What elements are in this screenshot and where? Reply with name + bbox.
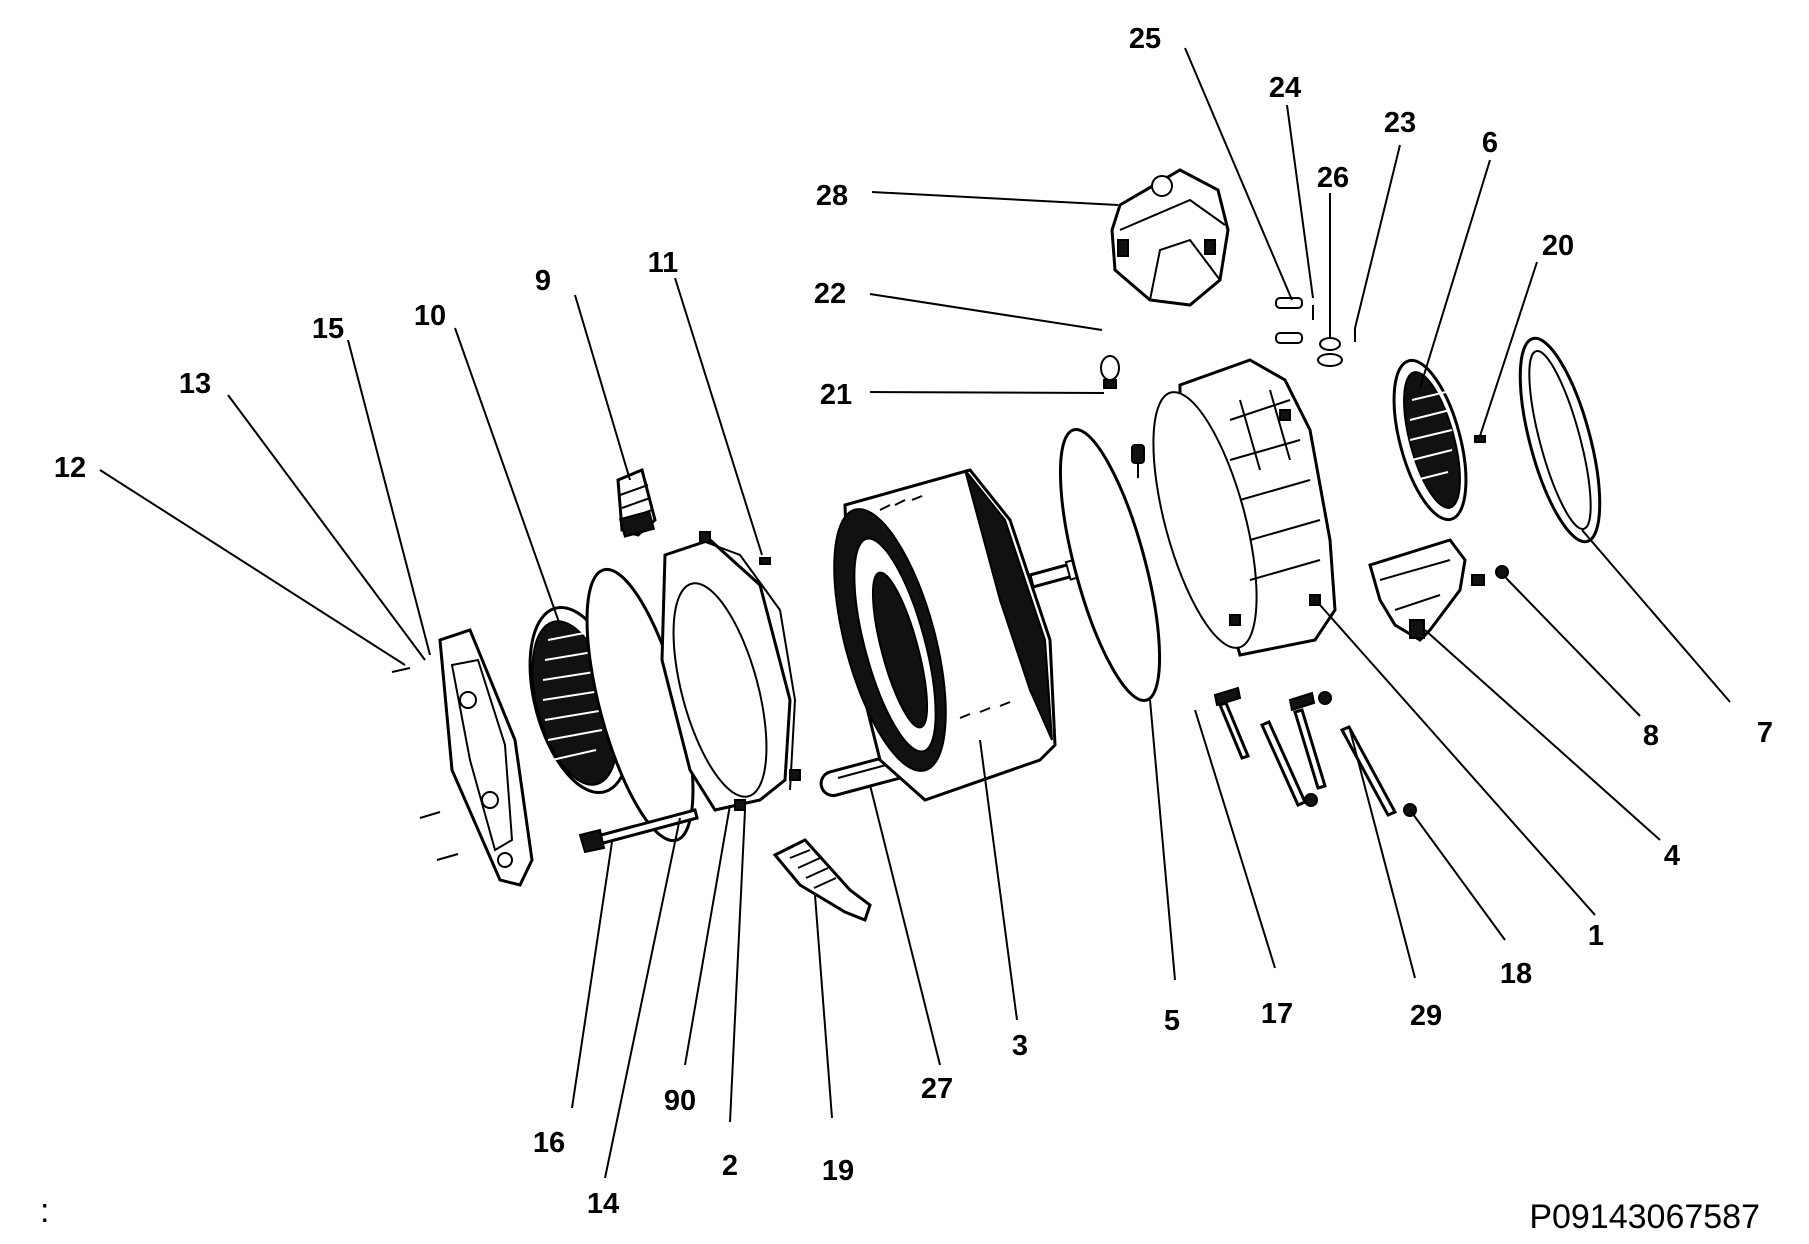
motor-frame bbox=[1152, 358, 1337, 657]
callout-6: 6 bbox=[1482, 127, 1498, 159]
callout-28: 28 bbox=[816, 180, 848, 212]
spring-bushing bbox=[616, 467, 657, 538]
terminal-bits bbox=[1131, 444, 1145, 478]
callout-29: 29 bbox=[1410, 1000, 1442, 1032]
callout-23: 23 bbox=[1384, 107, 1416, 139]
frame-bolts bbox=[1213, 686, 1417, 817]
callout-17: 17 bbox=[1261, 998, 1293, 1030]
callout-22: 22 bbox=[814, 278, 846, 310]
callout-2: 2 bbox=[722, 1150, 738, 1182]
callout-labels: 1 2 3 4 5 6 7 8 9 10 11 12 13 14 15 16 1… bbox=[54, 23, 1773, 1220]
callout-16: 16 bbox=[533, 1127, 565, 1159]
long-bolt bbox=[578, 808, 699, 854]
callout-24: 24 bbox=[1269, 72, 1301, 104]
callout-7: 7 bbox=[1757, 717, 1773, 749]
cable-gland bbox=[772, 838, 872, 922]
terminal-hardware bbox=[1275, 297, 1356, 367]
callout-20: 20 bbox=[1542, 230, 1574, 262]
leader-lines bbox=[99, 47, 1731, 1179]
small-screw bbox=[1100, 355, 1120, 389]
callout-18: 18 bbox=[1500, 958, 1532, 990]
callout-21: 21 bbox=[820, 379, 852, 411]
callout-90: 90 bbox=[664, 1085, 696, 1117]
end-cover-plate bbox=[391, 628, 534, 887]
callout-4: 4 bbox=[1664, 840, 1680, 872]
callout-13: 13 bbox=[179, 368, 211, 400]
mounting-bracket bbox=[1368, 538, 1485, 642]
callout-11: 11 bbox=[648, 247, 679, 279]
retaining-clip bbox=[1474, 435, 1486, 443]
callout-25: 25 bbox=[1129, 23, 1161, 55]
stator bbox=[833, 468, 1057, 802]
callout-9: 9 bbox=[535, 265, 551, 297]
document-code: P09143067587 bbox=[1529, 1198, 1760, 1236]
callout-12: 12 bbox=[54, 452, 86, 484]
small-pin bbox=[759, 557, 771, 565]
callout-10: 10 bbox=[414, 300, 446, 332]
callout-27: 27 bbox=[921, 1073, 953, 1105]
callout-26: 26 bbox=[1317, 162, 1349, 194]
callout-3: 3 bbox=[1012, 1030, 1028, 1062]
callout-1: 1 bbox=[1588, 920, 1604, 952]
corner-mark: : bbox=[40, 1192, 49, 1230]
front-housing bbox=[660, 531, 801, 812]
fan-guard bbox=[1518, 336, 1602, 544]
callout-15: 15 bbox=[312, 313, 344, 345]
gasket-ring bbox=[1058, 427, 1162, 703]
callout-8: 8 bbox=[1643, 720, 1659, 752]
callout-19: 19 bbox=[822, 1155, 854, 1187]
callout-5: 5 bbox=[1164, 1005, 1180, 1037]
callout-14: 14 bbox=[587, 1188, 619, 1220]
rear-fan bbox=[1392, 358, 1468, 522]
terminal-box bbox=[1110, 168, 1230, 307]
small-screw-8 bbox=[1495, 565, 1509, 579]
